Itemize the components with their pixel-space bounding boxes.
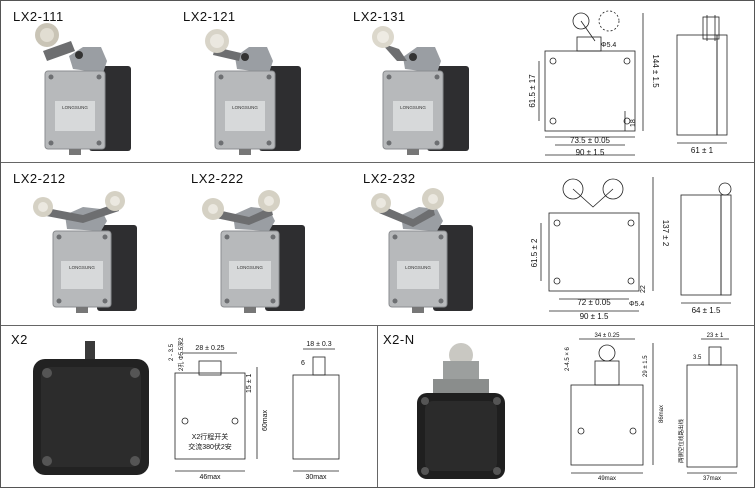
dim-top-width: 18 ± 0.3	[306, 341, 331, 348]
dim-step: 3.5	[693, 355, 702, 361]
dim-width: 46max	[199, 474, 221, 481]
dim-top-width: 34 ± 0.25	[595, 333, 621, 339]
dimension-drawing-lx2-1xx-side: 61 ± 1	[676, 15, 728, 155]
model-label-lx2-212: LX2-212	[13, 171, 66, 186]
dim-top-step: 2 - 3.5	[169, 343, 175, 361]
model-label-lx2-222: LX2-222	[191, 171, 244, 186]
dim-base-offset: 18	[630, 119, 637, 127]
dim-width: 49max	[598, 476, 616, 482]
dim-hole-spacing: 73.5 ± 0.05	[570, 136, 611, 145]
dim-total-height: 137 ± 2	[661, 220, 670, 247]
dim-top-width: 23 ± 1	[707, 333, 724, 339]
dim-upper-height: 15 ± 1	[246, 373, 253, 393]
dim-top-width: 28 ± 0.25	[195, 345, 224, 352]
model-label-lx2-131: LX2-131	[353, 9, 406, 24]
dim-depth: 64 ± 1.5	[692, 306, 721, 315]
brand-text: LONGSUNG	[62, 105, 88, 110]
dimension-drawing-lx2-2xx-front: 72 ± 0.05 90 ± 1.5 Φ5.4 61.5 ± 2 137 ± 2…	[530, 177, 670, 321]
brand-text: LONGSUNG	[400, 105, 426, 110]
dim-depth: 37max	[703, 476, 721, 482]
switch-photo-lx2-212: LONGSUNG	[33, 191, 137, 313]
dim-hole-diameter: Φ5.4	[601, 42, 616, 49]
bottom-column-divider	[377, 325, 378, 487]
brand-text: LONGSUNG	[69, 265, 95, 270]
dim-hole-height: 61.5 ± 2	[530, 238, 539, 267]
dim-hole-diameter: Φ5.4	[629, 301, 644, 308]
dimension-drawing-x2-side: 18 ± 0.3 6 30max	[292, 341, 340, 481]
dim-height: 60max	[262, 409, 269, 431]
model-label-lx2-121: LX2-121	[183, 9, 236, 24]
dimension-drawing-x2-front: 28 ± 0.25 2 - 3.5 2孔 Φ5.5深2 15 ± 1 60max…	[169, 337, 269, 481]
x2-note-line2: 交流380伏2安	[188, 442, 232, 451]
switch-photo-lx2-131: LONGSUNG	[372, 26, 469, 155]
row-divider-1	[1, 162, 754, 163]
dimension-drawing-x2-n-front: 34 ± 0.25 2-4.5 × 6 29 ± 1.5 86max 49max	[565, 333, 665, 482]
model-label-x2: X2	[11, 332, 28, 347]
switch-photo-lx2-232: LONGSUNG	[371, 188, 473, 313]
dimension-drawing-lx2-2xx-side: 64 ± 1.5	[680, 182, 732, 315]
dim-hole-spacing: 72 ± 0.05	[577, 298, 611, 307]
x2-n-note: 两侧空位线路出线	[677, 418, 685, 463]
dim-depth: 61 ± 1	[691, 146, 714, 155]
dim-depth: 30max	[305, 474, 327, 481]
x2-note-line1: X2行程开关	[192, 432, 229, 441]
dim-hole-note: 2-4.5 × 6	[565, 346, 571, 371]
dim-hole-height: 61.5 ± 17	[528, 74, 537, 108]
switch-photo-lx2-121: LONGSUNG	[205, 29, 301, 155]
brand-text: LONGSUNG	[405, 265, 431, 270]
switch-photo-x2	[33, 341, 149, 475]
model-label-lx2-232: LX2-232	[363, 171, 416, 186]
dim-width: 90 ± 1.5	[576, 148, 605, 157]
switch-photo-lx2-222: LONGSUNG	[202, 190, 305, 313]
dim-width: 90 ± 1.5	[580, 312, 609, 321]
model-label-lx2-111: LX2-111	[13, 9, 64, 24]
dimension-drawing-lx2-1xx-front: Φ5.4 73.5 ± 0.05 90 ± 1.5 61.5 ± 17 144 …	[528, 10, 660, 157]
switch-photo-x2-n	[417, 343, 505, 479]
dim-hole-note: 2孔 Φ5.5深2	[177, 337, 185, 371]
dim-upper-height: 29 ± 1.5	[643, 355, 649, 377]
dim-step: 6	[301, 360, 305, 367]
brand-text: LONGSUNG	[232, 105, 258, 110]
dim-base-offset: 22	[640, 285, 647, 293]
dimension-drawing-x2-n-side: 23 ± 1 3.5 两侧空位线路出线 37max	[677, 333, 738, 482]
switch-photo-lx2-111: LONGSUNG	[35, 23, 131, 155]
brand-text: LONGSUNG	[237, 265, 263, 270]
dim-total-height: 144 ± 1.5	[651, 54, 660, 88]
dim-height: 86max	[659, 405, 665, 423]
model-label-x2-n: X2-N	[383, 332, 415, 347]
